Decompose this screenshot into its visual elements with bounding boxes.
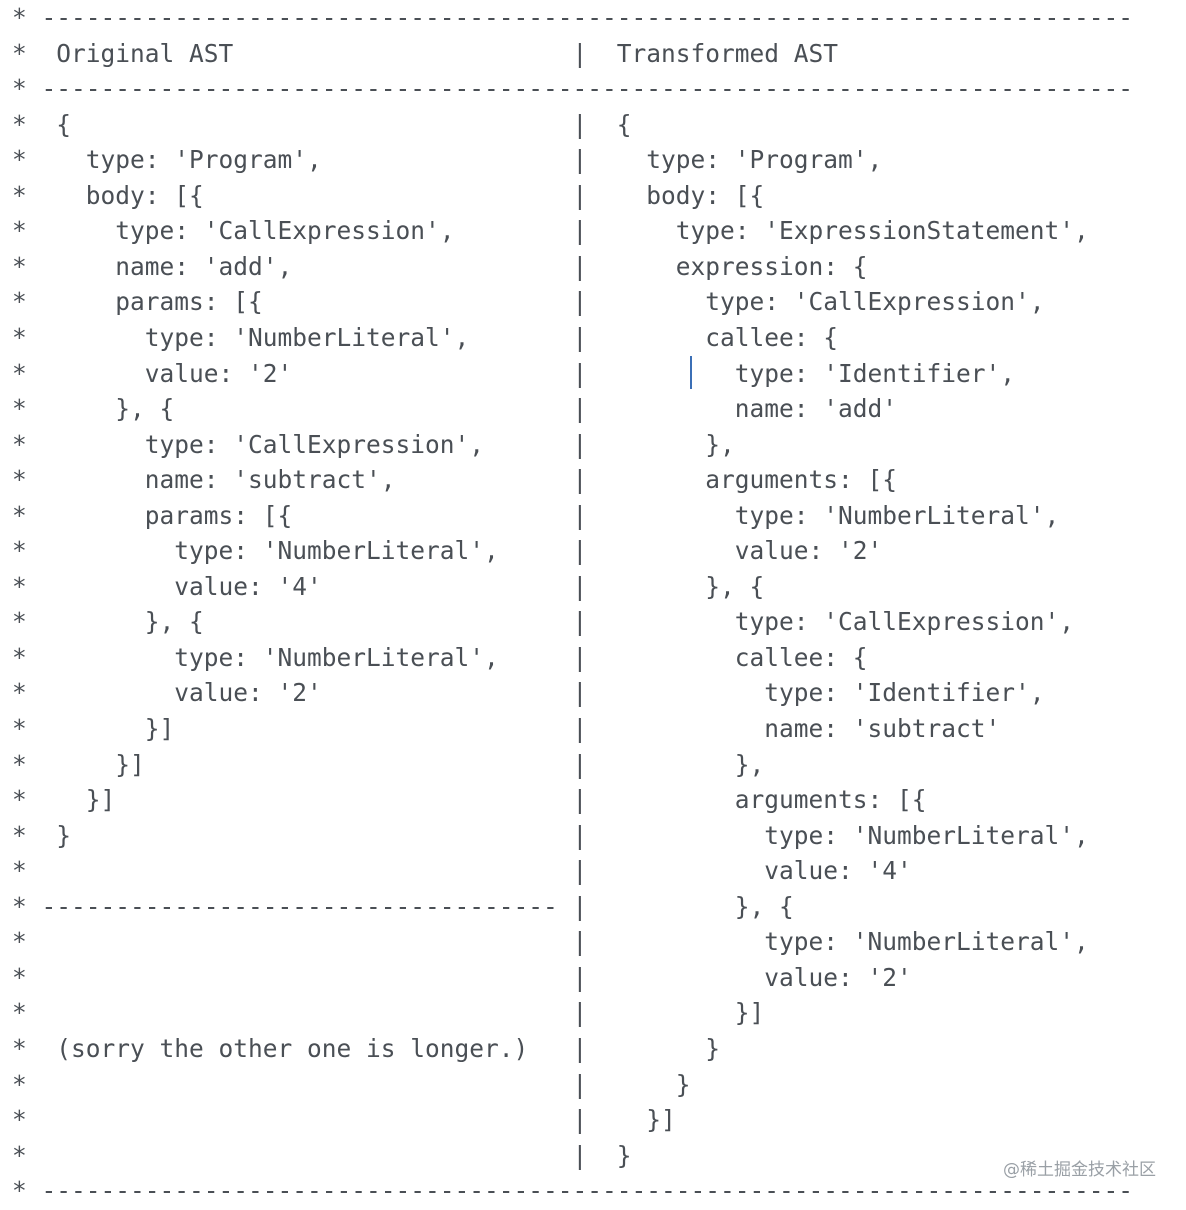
watermark: @稀土掘金技术社区 [1003, 1160, 1156, 1180]
code-line: * | } [12, 1140, 632, 1170]
code-line: * }] | name: 'subtract' [12, 714, 1001, 743]
code-line: * name: 'subtract', | arguments: [{ [12, 465, 898, 495]
code-line: * type: 'NumberLiteral', | callee: { [12, 322, 839, 352]
code-line: * params: [{ | type: 'NumberLiteral', [12, 500, 1060, 530]
code-line: * }] | arguments: [{ [12, 785, 927, 815]
code-line: * }] | }, [12, 749, 765, 779]
code-line: * name: 'add', | expression: { [12, 251, 868, 281]
code-line: * } | type: 'NumberLiteral', [12, 820, 1089, 850]
code-line: * value: '2' | type: 'Identifier', [12, 678, 1045, 708]
code-line: * (sorry the other one is longer.) | } [12, 1033, 721, 1063]
code-line: * { | { [12, 109, 632, 139]
code-line: * --------------------------------------… [12, 3, 1134, 32]
code-line: * value: '2' | type: 'Identifier', [12, 358, 1016, 388]
code-line: * | }] [12, 998, 765, 1028]
code-line: * --------------------------------------… [12, 1176, 1134, 1206]
code-line: * type: 'CallExpression', | type: 'Expre… [12, 216, 1089, 246]
text-cursor [690, 356, 692, 389]
code-line: * | }] [12, 1105, 676, 1135]
code-line: * params: [{ | type: 'CallExpression', [12, 287, 1045, 317]
code-line: * | type: 'NumberLiteral', [12, 927, 1089, 957]
code-line: * | value: '4' [12, 856, 912, 886]
code-line: * Original AST | Transformed AST [12, 38, 839, 68]
code-block: * --------------------------------------… [12, 0, 1186, 1210]
code-line: * type: 'CallExpression', | }, [12, 429, 735, 459]
code-line: * --------------------------------------… [12, 74, 1134, 104]
code-line: * type: 'Program', | type: 'Program', [12, 145, 883, 175]
code-line: * }, { | type: 'CallExpression', [12, 607, 1075, 637]
code-line: * type: 'NumberLiteral', | callee: { [12, 642, 868, 672]
code-line: * ----------------------------------- | … [12, 891, 794, 921]
code-line: * | } [12, 1069, 691, 1099]
code-line: * type: 'NumberLiteral', | value: '2' [12, 536, 883, 566]
code-line: * | value: '2' [12, 962, 912, 992]
code-line: * body: [{ | body: [{ [12, 180, 765, 210]
code-line: * }, { | name: 'add' [12, 394, 898, 424]
code-line: * value: '4' | }, { [12, 571, 765, 601]
